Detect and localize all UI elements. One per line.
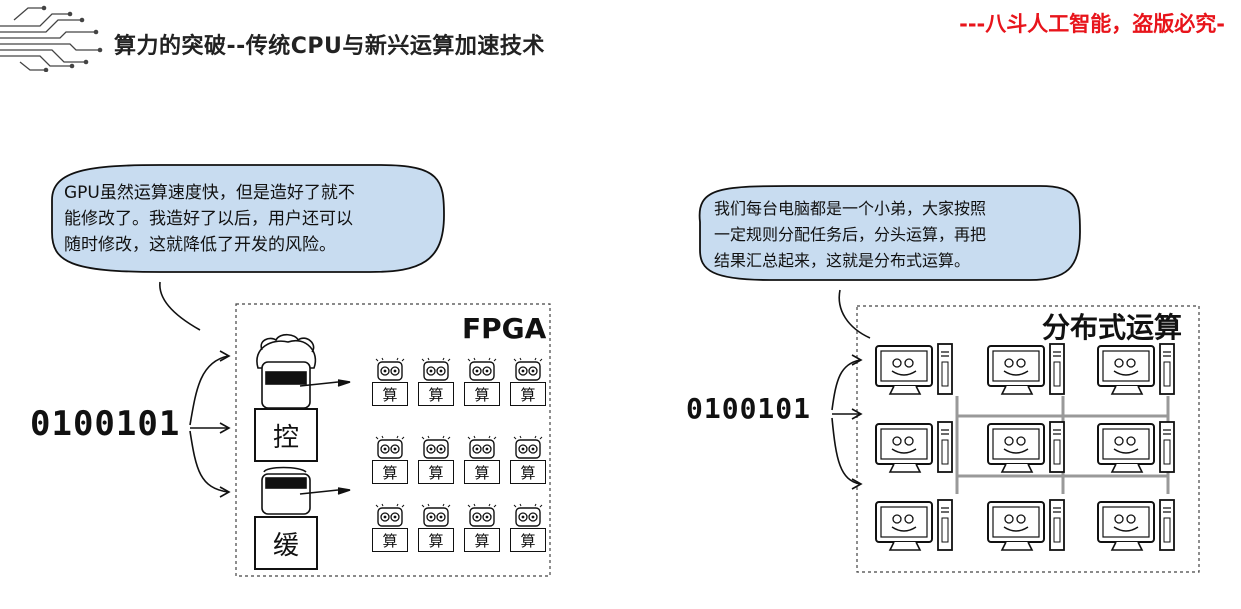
network-links: [955, 396, 1170, 494]
control-unit-box: 控: [254, 408, 318, 462]
circuit-logo-icon: [0, 5, 103, 72]
compute-robot-head: [375, 357, 405, 381]
fpga-input-arrows: [189, 350, 231, 498]
computer-node: [1097, 499, 1175, 551]
fpga-speech-line-3: 随时修改，这就降低了开发的风险。: [64, 235, 336, 255]
compute-unit-cell: 算: [510, 528, 546, 552]
compute-unit-cell: 算: [418, 528, 454, 552]
distributed-binary-input: 0100101: [686, 392, 812, 425]
compute-robot-head: [375, 503, 405, 527]
fpga-illustration: [51, 164, 551, 577]
compute-robot-head: [467, 357, 497, 381]
distributed-dashed-frame: [856, 305, 1200, 573]
fpga-speech-bubble: [51, 164, 445, 273]
distributed-speech-line-3: 结果汇总起来，这就是分布式运算。: [714, 251, 971, 270]
controller-figure: [256, 333, 351, 409]
fpga-speech-line-2: 能修改了。我造好了以后，用户还可以: [64, 209, 353, 229]
fpga-panel: GPU虽然运算速度快，但是造好了就不 能修改了。我造好了以后，用户还可以 随时修…: [0, 0, 620, 609]
compute-unit-cell: 算: [464, 460, 500, 484]
compute-robot-head: [421, 503, 451, 527]
compute-robot-head: [467, 435, 497, 459]
compute-robot-head: [513, 503, 543, 527]
buffer-figure: [261, 466, 351, 515]
compute-unit-cell: 算: [372, 382, 408, 406]
compute-unit-cell: 算: [372, 528, 408, 552]
fpga-title: FPGA: [462, 312, 547, 345]
computer-node: [875, 499, 953, 551]
distributed-speech-line-1: 我们每台电脑都是一个小弟，大家按照: [714, 199, 987, 218]
computer-grid: [875, 343, 1175, 551]
distributed-speech-bubble: [698, 185, 1081, 281]
fpga-binary-input: 0100101: [30, 404, 181, 444]
computer-node: [987, 499, 1065, 551]
compute-robot-head: [421, 435, 451, 459]
distributed-speech-tail: [838, 289, 871, 339]
distributed-input-arrows: [831, 354, 863, 490]
compute-unit-cell: 算: [418, 382, 454, 406]
buffer-unit-box: 缓: [254, 516, 318, 570]
compute-unit-cell: 算: [464, 528, 500, 552]
page-title: 算力的突破--传统CPU与新兴运算加速技术: [114, 34, 545, 59]
computer-node: [875, 421, 953, 473]
compute-unit-cell: 算: [464, 382, 500, 406]
distributed-speech-line-2: 一定规则分配任务后，分头运算，再把: [714, 225, 987, 244]
compute-unit-cell: 算: [418, 460, 454, 484]
compute-unit-cell: 算: [510, 382, 546, 406]
compute-unit-cell: 算: [372, 460, 408, 484]
fpga-speech-line-1: GPU虽然运算速度快，但是造好了就不: [64, 183, 355, 203]
computer-node: [875, 343, 953, 395]
computer-node: [1097, 343, 1175, 395]
copyright-notice: ---八斗人工智能，盗版必究-: [959, 12, 1225, 36]
compute-robot-head: [421, 357, 451, 381]
fpga-dashed-frame: [235, 303, 551, 577]
compute-robot-head: [513, 435, 543, 459]
computer-node: [1097, 421, 1175, 473]
compute-robot-head: [375, 435, 405, 459]
distributed-title: 分布式运算: [1042, 311, 1183, 344]
compute-unit-cell: 算: [510, 460, 546, 484]
computer-node: [987, 421, 1065, 473]
compute-robot-head: [467, 503, 497, 527]
compute-robot-head: [513, 357, 543, 381]
fpga-speech-tail: [159, 281, 201, 331]
computer-node: [987, 343, 1065, 395]
